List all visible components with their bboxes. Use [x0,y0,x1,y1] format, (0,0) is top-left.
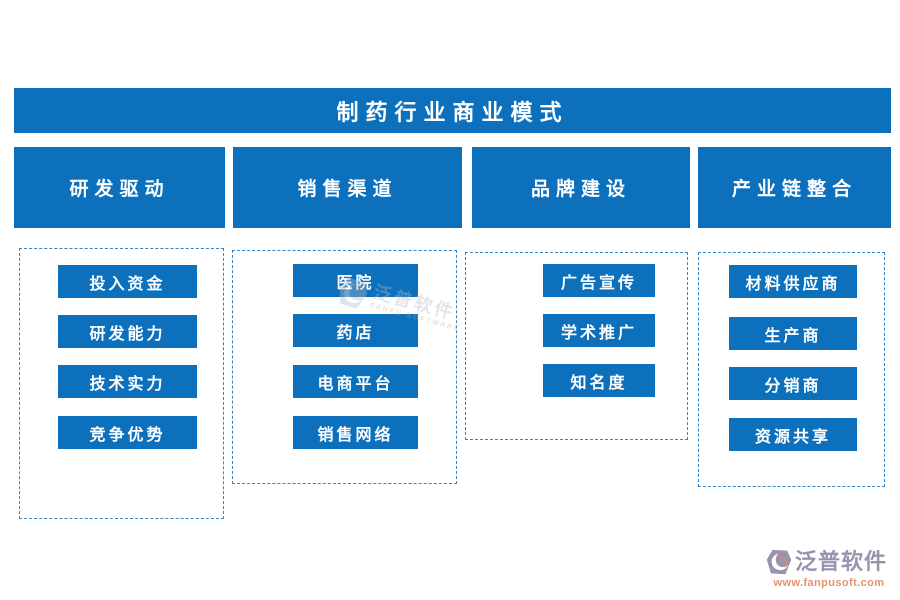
item-box: 医院 [293,264,418,297]
brand-name: 泛普软件 [795,548,888,574]
item-label: 知名度 [570,374,628,392]
fanpu-logo-icon [766,548,792,576]
item-box: 分销商 [729,367,857,400]
item-label: 分销商 [764,377,822,395]
item-label: 技术实力 [89,375,166,393]
item-label: 医院 [336,274,375,292]
item-box: 技术实力 [58,365,197,398]
brand-building-container: 广告宣传 学术推广 知名度 [465,252,688,440]
footer-logo: 泛普软件 www.fanpusoft.com [766,548,892,589]
item-label: 广告宣传 [560,274,637,292]
item-label: 材料供应商 [745,275,841,293]
item-label: 资源共享 [754,428,831,446]
column-header-label: 研发驱动 [69,179,170,200]
item-box: 广告宣传 [543,264,655,297]
item-box: 学术推广 [543,314,655,347]
item-box: 知名度 [543,364,655,397]
item-box: 材料供应商 [729,265,857,298]
item-label: 电商平台 [317,375,394,393]
item-label: 竞争优势 [89,426,166,444]
item-box: 研发能力 [58,315,197,348]
column-header-sales-channels: 销售渠道 [233,147,462,228]
item-box: 销售网络 [293,416,418,449]
item-box: 竞争优势 [58,416,197,449]
item-box: 生产商 [729,317,857,350]
column-header-brand-building: 品牌建设 [472,147,690,228]
page-title: 制药行业商业模式 [336,99,569,125]
rnd-driven-container: 投入资金 研发能力 技术实力 竞争优势 [19,248,224,519]
item-label: 销售网络 [317,426,394,444]
item-label: 研发能力 [89,325,166,343]
item-label: 药店 [336,324,375,342]
brand-url: www.fanpusoft.com [773,577,885,589]
title-banner: 制药行业商业模式 [14,88,891,133]
column-header-rnd-driven: 研发驱动 [14,147,225,228]
column-header-label: 产业链整合 [731,179,857,200]
item-box: 药店 [293,314,418,347]
item-label: 生产商 [764,327,822,345]
column-header-label: 品牌建设 [530,179,631,200]
column-header-label: 销售渠道 [297,179,398,200]
column-header-chain-integration: 产业链整合 [698,147,891,228]
item-label: 学术推广 [560,324,637,342]
sales-channels-container: 医院 药店 电商平台 销售网络 [232,250,457,484]
item-box: 投入资金 [58,265,197,298]
chain-integration-container: 材料供应商 生产商 分销商 资源共享 [698,252,885,487]
item-box: 电商平台 [293,365,418,398]
item-label: 投入资金 [89,275,166,293]
item-box: 资源共享 [729,418,857,451]
